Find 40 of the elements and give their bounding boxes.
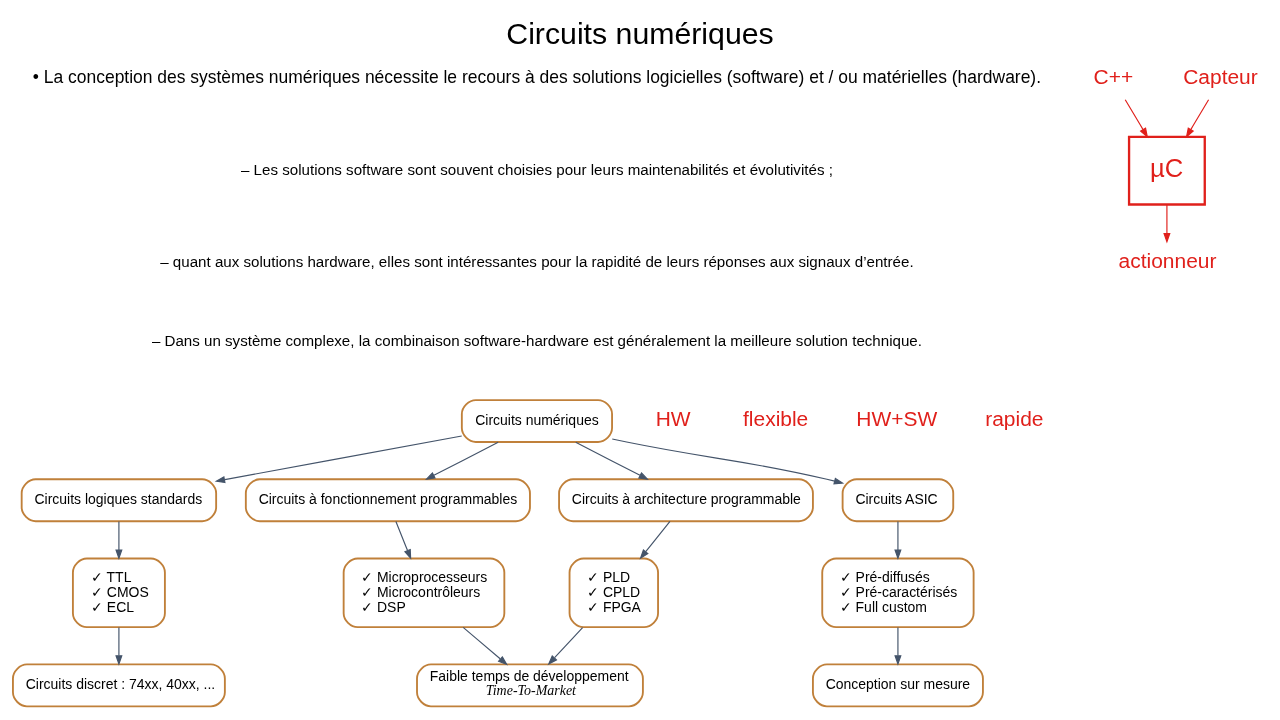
node-text: actionneur bbox=[1118, 248, 1217, 272]
arrow bbox=[1163, 203, 1171, 243]
node-box: Circuits discret : 74xx, 40xx, ... bbox=[12, 663, 226, 707]
arrow bbox=[894, 626, 902, 666]
label: HW+SW bbox=[856, 406, 938, 430]
arrow bbox=[424, 441, 499, 480]
node-text: Capteur bbox=[1183, 64, 1258, 88]
arrow bbox=[575, 441, 649, 480]
arrow bbox=[115, 520, 123, 560]
label: – Les solutions software sont souvent choisies pour leurs maintenabilités et évolutivités ; bbox=[241, 160, 833, 178]
node-box: ✓ Pré-diffusés ✓ Pré-caractérisés ✓ Full custom bbox=[821, 557, 975, 628]
label: rapide bbox=[985, 406, 1044, 430]
node-text: C++ bbox=[1093, 64, 1134, 88]
arrow bbox=[894, 520, 902, 560]
label: – Dans un système complexe, la combinaison software-hardware est généralement la meilleure solution technique. bbox=[151, 331, 922, 349]
arrow bbox=[1185, 98, 1210, 138]
arrow bbox=[611, 437, 845, 485]
node-box: ✓ Microprocesseurs ✓ Microcontrôleurs ✓ DSP bbox=[342, 557, 506, 628]
node-box: ✓ PLD ✓ CPLD ✓ FPGA bbox=[568, 557, 659, 628]
node-box: Circuits ASIC bbox=[841, 477, 955, 522]
node-box: ✓ TTL ✓ CMOS ✓ ECL bbox=[71, 557, 166, 628]
node-box: Circuits à fonctionnement programmables bbox=[244, 477, 531, 522]
arrow bbox=[395, 520, 412, 560]
arrow bbox=[462, 626, 508, 665]
diagram-title: Circuits numériques bbox=[506, 16, 774, 50]
arrow bbox=[214, 434, 463, 483]
node-box: Conception sur mesure bbox=[812, 663, 984, 707]
label: • La conception des systèmes numériques nécessite le recours à des solutions logicielles (software) et / ou matérielles (hardware). bbox=[32, 66, 1042, 87]
arrow bbox=[115, 626, 123, 666]
label: flexible bbox=[743, 406, 809, 430]
node-box: µC bbox=[1127, 135, 1206, 206]
arrow bbox=[639, 520, 671, 560]
node-box: Circuits numériques bbox=[460, 398, 613, 443]
label: – quant aux solutions hardware, elles sont intéressantes pour la rapidité de leurs réponses aux signaux d’entrée. bbox=[160, 252, 914, 270]
node-box: Circuits à architecture programmable bbox=[558, 477, 814, 522]
node-box: Circuits logiques standards bbox=[20, 477, 218, 522]
arrow bbox=[1124, 98, 1149, 138]
node-box: Faible temps de développement Time-To-Market bbox=[416, 663, 644, 707]
label: HW bbox=[655, 406, 691, 430]
arrow bbox=[547, 626, 584, 665]
